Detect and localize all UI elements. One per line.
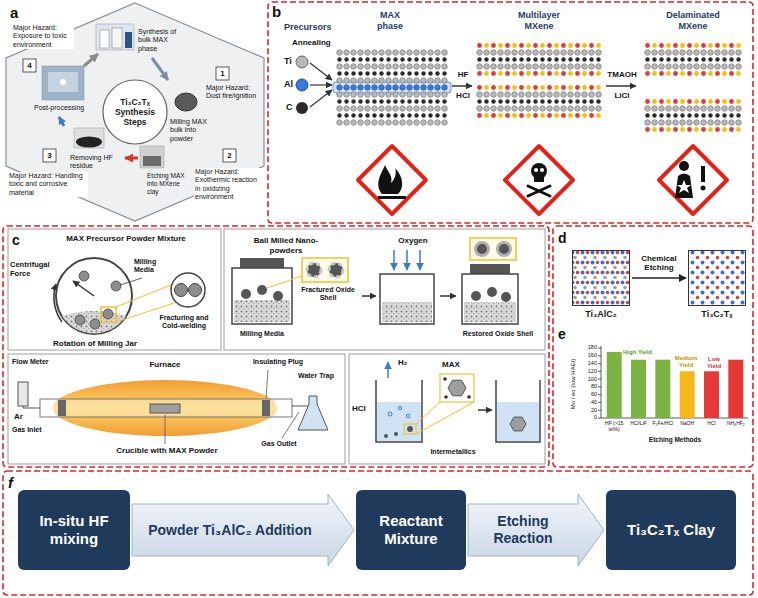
part-label: Rotation of Milling Jar [30, 339, 160, 349]
node-text: In-situ HF mixing [24, 512, 124, 548]
element-label: C [286, 102, 293, 113]
reagent-label: HCl [450, 91, 476, 101]
hazard-note: Major Hazard: Handling toxic and corrosi… [8, 172, 88, 197]
part-label: Furnace [140, 360, 190, 370]
structure-box: Ti₃AlC₂ [572, 250, 630, 306]
part-label: Restored Oxide Shell [458, 330, 538, 338]
process-label: Annealing [292, 38, 331, 48]
part-label: Milling Media [134, 258, 170, 275]
axis-tick: 160 [578, 352, 597, 359]
axis-tick: 120 [578, 368, 597, 375]
part-label: H₂ [398, 358, 418, 368]
panel-letter: c [12, 232, 20, 249]
step-label: Etching MAX into MXene clay [146, 172, 188, 195]
axis-tick: 140 [578, 360, 597, 367]
yield-note: Low Yield [704, 356, 724, 370]
step-label: Removing HF residue [70, 154, 120, 171]
axis-title: Etching Methods [640, 436, 710, 444]
stage-heading: MAX phase [372, 10, 408, 32]
reagent-label: HF [450, 70, 476, 80]
step-label: Milling MAX bulk into powder [170, 118, 218, 143]
edge-label: Etching Reaction [472, 513, 574, 547]
category-label: NaOH [675, 420, 699, 426]
axis-tick: 40 [578, 399, 597, 406]
step-arrow [468, 494, 604, 566]
part-label: Fracturing and Cold-welding [150, 314, 218, 331]
axis-title: Mo / eo (Iow HAEI) [570, 359, 577, 410]
category-label: HF (>15 wt%) [602, 420, 626, 432]
process-box: Reactant Mixture [356, 490, 466, 570]
category-label: HCl/LiF [626, 420, 650, 426]
step-label: Synthesis of bulk MAX phase [138, 28, 188, 53]
step-arrow [132, 494, 354, 566]
hazard-note: Major Hazard: Exposure to toxic environm… [12, 24, 74, 49]
part-label: Ball Milled Nano-powders [246, 236, 326, 255]
panel-letter: a [10, 4, 18, 22]
part-label: Gas Inlet [12, 426, 56, 434]
stage-heading: Delaminated MXene [658, 10, 728, 32]
panel-letter: d [558, 230, 567, 247]
reagent-label: LiCl [604, 91, 640, 101]
edge-label: Chemical Etching [634, 254, 684, 273]
node-text: Reactant Mixture [362, 512, 460, 548]
part-label: HCl [352, 404, 374, 414]
process-box: Ti₃C₂Tₓ Clay [606, 490, 736, 570]
axis-tick: 180 [578, 344, 597, 351]
part-label: Gas Outlet [254, 440, 304, 448]
node-text: Ti₃C₂Tₓ Synthesis Steps [112, 97, 158, 128]
part-label: Crucible with MAX Powder [92, 446, 242, 456]
part-label: MAX Precursor Powder Mixture [56, 234, 196, 244]
axis-tick: 100 [578, 376, 597, 383]
stage-heading: Precursors [284, 22, 332, 33]
node-text: Ti₃C₂Tₓ Clay [627, 521, 715, 539]
stage-heading: Multilayer MXene [509, 10, 569, 32]
part-label: Water Trap [292, 372, 340, 380]
axis-tick: 80 [578, 383, 597, 390]
step-number: 2 [223, 151, 236, 161]
edge-label: Powder Ti₃AlC₂ Addition [136, 522, 324, 539]
step-number: 3 [43, 151, 56, 161]
panel-letter: b [272, 3, 281, 21]
part-label: Flow Meter [12, 358, 56, 366]
structure-box: Ti₃C₂Tₓ [688, 250, 746, 306]
node-text: Ti₃AlC₂ [585, 309, 617, 320]
category-label: NH₄HF₂ [724, 420, 748, 426]
part-label: Centrifugal Force [10, 260, 56, 278]
part-label: Intermetallics [418, 448, 488, 456]
panel-letter: f [8, 474, 13, 492]
process-box: In-situ HF mixing [18, 490, 130, 570]
part-label: Milling Media [230, 330, 294, 338]
hazard-note: Major Hazard: Exothermic reaction in oxi… [194, 168, 262, 202]
yield-note: Medium Yield [671, 355, 701, 369]
part-label: Ar [14, 412, 34, 422]
axis-tick: 20 [578, 407, 597, 414]
element-label: Ti [284, 56, 292, 67]
node-text: Ti₃C₂Tₓ [701, 309, 732, 320]
hub-circle: Ti₃C₂Tₓ Synthesis Steps [102, 79, 168, 145]
part-label: Insulating Plug [246, 358, 310, 366]
yield-note: High Yield [623, 349, 652, 356]
step-label: Post-processing [34, 104, 94, 112]
reaction-arrow [632, 277, 686, 278]
part-label: Fractured Oxide Shell [296, 286, 360, 303]
hazard-note: Major Hazard: Dust fire/ignition [206, 84, 260, 101]
element-label: Al [284, 79, 293, 90]
step-number: 1 [216, 69, 229, 79]
step-number: 4 [23, 61, 36, 71]
part-label: MAX [436, 360, 466, 370]
axis-tick: 0 [578, 414, 597, 421]
category-label: HCl [699, 420, 723, 426]
reagent-label: TMAOH [604, 70, 640, 80]
category-label: F₂Fe/HCl [651, 420, 675, 426]
axis-tick: 60 [578, 391, 597, 398]
part-label: Oxygen [388, 236, 438, 246]
panel-letter: e [558, 326, 566, 343]
